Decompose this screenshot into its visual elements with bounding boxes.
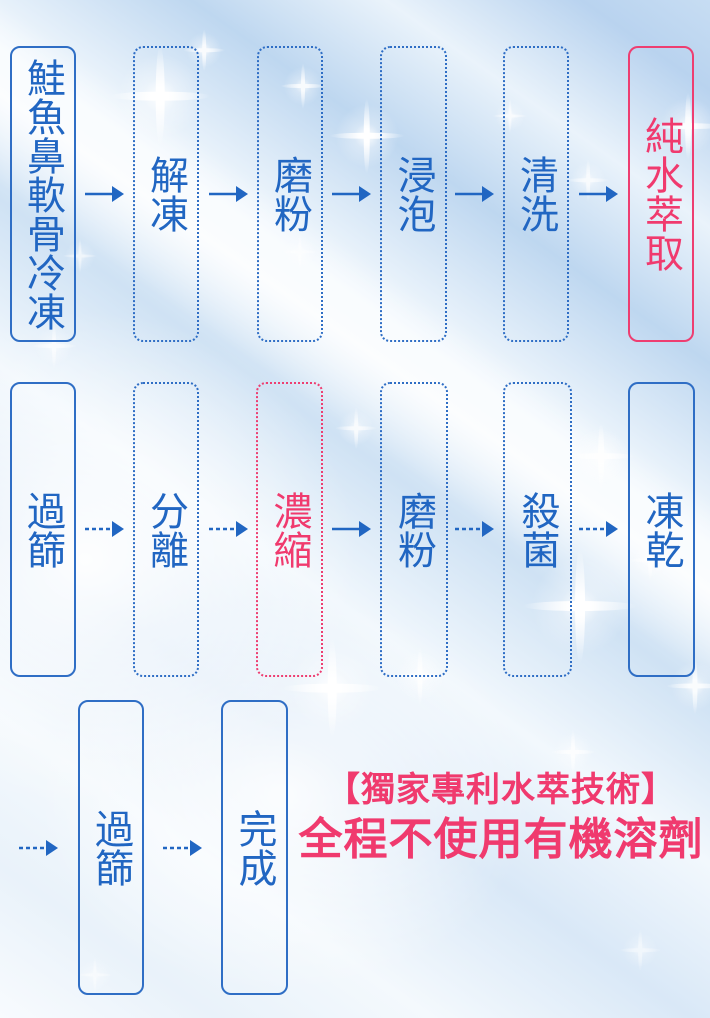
flow-step-soak: 浸泡 [380, 46, 447, 342]
flow-step-label: 凍乾 [640, 490, 683, 569]
arrow-right-icon [455, 521, 494, 537]
flow-step-label: 解凍 [144, 155, 188, 233]
flow-step-thaw: 解凍 [133, 46, 199, 342]
flow-step-label: 完成 [233, 808, 276, 887]
flow-step-wash: 清洗 [503, 46, 569, 342]
arrow-right-icon [579, 521, 618, 537]
arrow-right-icon [209, 521, 248, 537]
patent-caption: 【獨家專利水萃技術】 全程不使用有機溶劑 [296, 770, 706, 864]
flow-step-sieve-1: 過篩 [10, 382, 76, 677]
arrow-right-icon [332, 186, 371, 202]
flow-step-grind-powder-2: 磨粉 [380, 382, 448, 677]
arrow-right-icon [19, 840, 58, 856]
flow-step-label: 清洗 [514, 155, 558, 233]
flow-step-label: 過篩 [89, 808, 133, 887]
flow-step-label: 浸泡 [392, 155, 435, 233]
arrow-right-icon [209, 186, 248, 202]
arrow-right-icon [85, 521, 124, 537]
arrow-right-icon [455, 186, 494, 202]
flow-step-label: 濃縮 [268, 490, 311, 569]
flow-step-sieve-2: 過篩 [78, 700, 144, 995]
flow-step-freeze-dry: 凍乾 [628, 382, 695, 677]
flow-step-label: 純水萃取 [639, 116, 683, 272]
flow-step-label: 磨粉 [268, 155, 312, 233]
flow-step-label: 分離 [144, 490, 188, 569]
flow-step-salmon-nasal-cartilage-frozen: 鮭魚鼻軟骨冷凍 [10, 46, 76, 342]
arrow-right-icon [332, 521, 371, 537]
arrow-right-icon [579, 186, 618, 202]
flow-step-grind-powder-1: 磨粉 [257, 46, 323, 342]
arrow-right-icon [163, 840, 202, 856]
flow-step-label: 鮭魚鼻軟骨冷凍 [21, 57, 65, 331]
flow-step-label: 磨粉 [392, 490, 436, 569]
flow-step-label: 殺菌 [516, 490, 559, 569]
caption-line-1: 【獨家專利水萃技術】 [326, 771, 676, 809]
flow-step-separate: 分離 [133, 382, 199, 677]
flow-step-concentrate: 濃縮 [256, 382, 323, 677]
flow-step-label: 過篩 [21, 490, 65, 569]
flow-step-complete: 完成 [221, 700, 288, 995]
arrow-right-icon [85, 186, 124, 202]
flow-step-pure-water-extraction: 純水萃取 [628, 46, 694, 342]
caption-line-2: 全程不使用有機溶劑 [298, 814, 704, 864]
flow-step-sterilize: 殺菌 [503, 382, 572, 677]
